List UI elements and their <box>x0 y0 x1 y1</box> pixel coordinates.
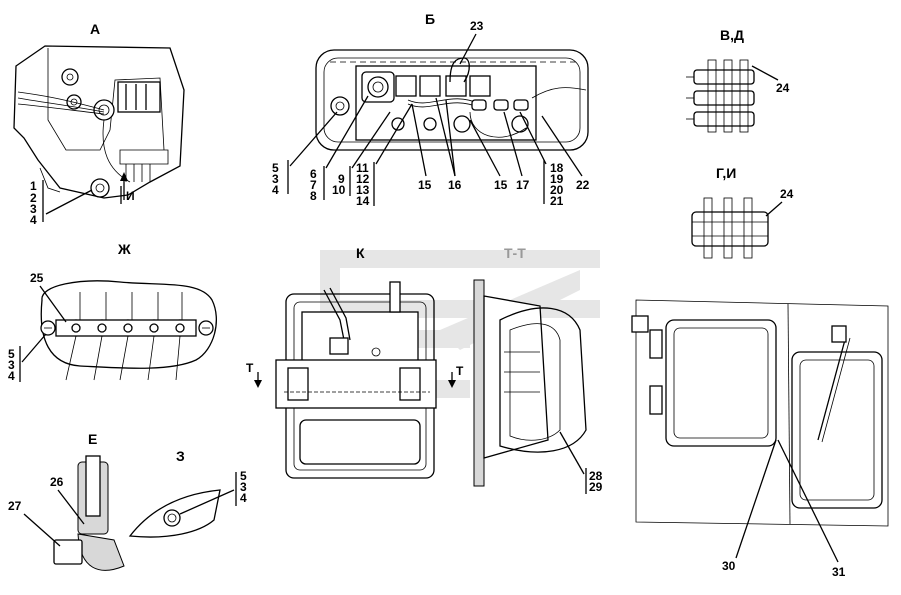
cab-callout-31: 31 <box>832 565 846 579</box>
b-callout-11: 11 <box>356 161 369 175</box>
z-callout-4: 4 <box>240 491 247 505</box>
view-a: А 1 2 3 4 И <box>13 21 185 227</box>
view-k-label: К <box>356 245 365 261</box>
zh-callout-4: 4 <box>8 369 15 383</box>
gi-callout-24: 24 <box>780 187 794 201</box>
view-zh-label: Ж <box>117 241 131 257</box>
a-callout-4: 4 <box>30 213 37 227</box>
b-callout-15b: 15 <box>494 178 508 192</box>
b-callout-10: 10 <box>332 183 346 197</box>
view-e-label: Е <box>88 431 97 447</box>
a-callout-1: 1 <box>30 179 37 193</box>
zh-callout-3: 3 <box>8 358 15 372</box>
b-callout-6: 6 <box>310 167 317 181</box>
b-callout-8: 8 <box>310 189 317 203</box>
view-vd-label: В,Д <box>720 27 744 43</box>
b-callout-9: 9 <box>338 172 345 186</box>
b-callout-4: 4 <box>272 183 279 197</box>
view-k: К Т Т <box>246 245 464 479</box>
view-zh: Ж 25 5 3 4 <box>8 241 217 383</box>
k-cut-t-left: Т <box>246 361 254 375</box>
b-callout-3: 3 <box>272 172 279 186</box>
b-callout-12: 12 <box>356 172 370 186</box>
tt-callout-29: 29 <box>589 480 603 494</box>
z-callout-3: 3 <box>240 480 247 494</box>
b-callout-20: 20 <box>550 183 564 197</box>
view-z-label: З <box>176 448 185 464</box>
view-vd: В,Д 24 <box>686 27 790 133</box>
b-callout-15a: 15 <box>418 178 432 192</box>
cab-view: 30 31 <box>631 299 889 579</box>
section-tt: Т-Т 28 29 <box>473 245 603 494</box>
section-tt-label: Т-Т <box>504 245 526 261</box>
view-b: Б 5 3 4 6 7 8 9 10 11 12 <box>272 11 590 208</box>
z-callout-5: 5 <box>240 469 247 483</box>
zh-callout-25: 25 <box>30 271 44 285</box>
view-gi: Г,И 24 <box>691 165 794 259</box>
b-callout-22: 22 <box>576 178 590 192</box>
a-callout-2: 2 <box>30 191 37 205</box>
cab-callout-30: 30 <box>722 559 736 573</box>
vd-callout-24: 24 <box>776 81 790 95</box>
view-z: З 5 3 4 <box>128 448 247 538</box>
k-cut-t-right: Т <box>456 364 464 378</box>
view-e: Е 26 27 <box>8 431 125 571</box>
b-callout-5: 5 <box>272 161 279 175</box>
b-callout-17: 17 <box>516 178 530 192</box>
b-callout-19: 19 <box>550 172 564 186</box>
b-callout-18: 18 <box>550 161 564 175</box>
b-callout-7: 7 <box>310 178 317 192</box>
a-arrow-i-label: И <box>126 189 135 203</box>
b-callout-14: 14 <box>356 194 370 208</box>
e-callout-26: 26 <box>50 475 64 489</box>
e-callout-27: 27 <box>8 499 22 513</box>
zh-callout-5: 5 <box>8 347 15 361</box>
tt-callout-28: 28 <box>589 469 603 483</box>
b-callout-16: 16 <box>448 178 462 192</box>
b-callout-13: 13 <box>356 183 370 197</box>
view-gi-label: Г,И <box>716 165 736 181</box>
view-a-label: А <box>90 21 100 37</box>
a-callout-3: 3 <box>30 202 37 216</box>
b-callout-21: 21 <box>550 194 564 208</box>
b-callout-23: 23 <box>470 19 484 33</box>
view-b-label: Б <box>425 11 435 27</box>
